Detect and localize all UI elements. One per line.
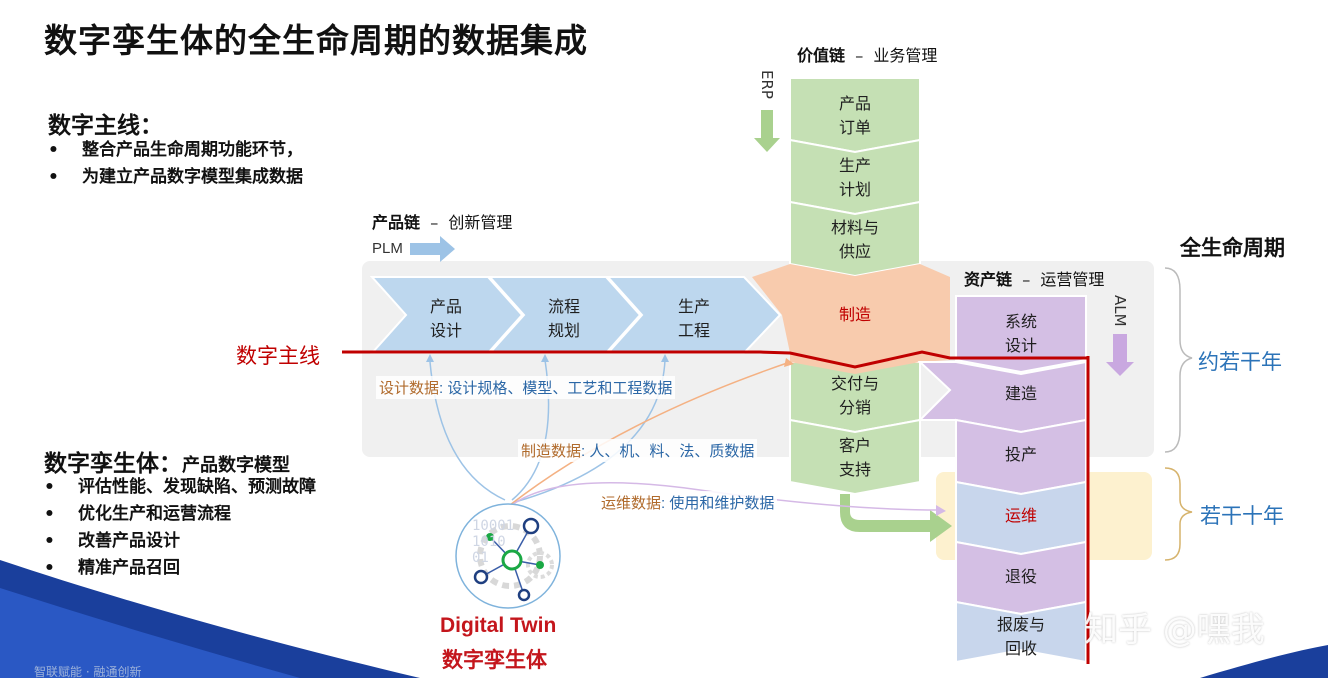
- watermark: 知乎 @嘿我: [1084, 610, 1265, 650]
- brace-shape: [1164, 467, 1193, 561]
- value-step-production-plan: 生产计划: [838, 156, 871, 199]
- design-data-label: 设计数据: 设计规格、模型、工艺和工程数据: [376, 376, 676, 399]
- value-chain-label: 价值链 – 业务管理: [797, 46, 938, 65]
- asset-step-construction: 建造: [1004, 384, 1037, 403]
- asset-step-commissioning: 投产: [1004, 445, 1037, 464]
- plm-label: PLM: [372, 240, 403, 257]
- manufacturing-label: 制造: [838, 305, 871, 324]
- manufacturing-data-label: 制造数据: 人、机、料、法、质数据: [518, 439, 758, 462]
- lifecycle-heading: 全生命周期: [1180, 235, 1285, 260]
- asset-chain-label: 资产链 – 运营管理: [964, 270, 1105, 289]
- lifecycle-span-years: 约若干年: [1198, 350, 1282, 374]
- asset-step-operations: 运维: [1004, 506, 1037, 525]
- erp-arrow: [754, 110, 780, 152]
- plm-arrow: [410, 236, 455, 262]
- operations-data-arc: [511, 482, 941, 511]
- page-title: 数字孪生体的全生命周期的数据集成: [44, 21, 588, 60]
- asset-step-shape: [955, 600, 1087, 664]
- asset-step-decommissioning: 退役: [1004, 567, 1037, 586]
- product-step-production-engineering: 生产工程: [677, 297, 710, 340]
- digital-twin-heading: 数字孪生体：: [44, 450, 182, 477]
- arrowhead: [661, 354, 669, 362]
- binary-text: 10001 1010 01: [472, 518, 515, 566]
- bullet-item: 评估性能、发现缺陷、预测故障: [42, 474, 316, 501]
- digital-twin-bullets: 评估性能、发现缺陷、预测故障 优化生产和运营流程 改善产品设计 精准产品召回: [42, 474, 316, 582]
- digital-twin-heading-group: 数字孪生体：产品数字模型: [44, 444, 290, 478]
- product-step-process-planning: 流程规划: [547, 297, 580, 340]
- digital-thread-label: 数字主线: [236, 344, 320, 368]
- lifecycle-span-decades: 若干十年: [1200, 504, 1284, 528]
- bullet-item: 优化生产和运营流程: [42, 501, 316, 528]
- digital-twin-icon: [455, 503, 561, 609]
- digital-thread-line: [342, 350, 1088, 369]
- digital-twin-en-label: Digital Twin: [440, 614, 557, 637]
- brace-shape: [1164, 267, 1193, 453]
- value-step-product-order: 产品订单: [838, 94, 871, 137]
- arrowhead: [784, 358, 794, 367]
- value-step-delivery: 交付与分销: [830, 374, 879, 417]
- bullet-item: 改善产品设计: [42, 528, 316, 555]
- manufacturing-shape: [752, 264, 950, 374]
- asset-step-disposal-recycling: 报废与回收: [996, 615, 1045, 658]
- arrowhead: [936, 505, 946, 516]
- asset-step-shape: [955, 295, 1087, 374]
- erp-label: ERP: [758, 70, 776, 99]
- arrowhead: [541, 354, 549, 362]
- product-step-design: 产品设计: [429, 297, 462, 340]
- bullet-item: 精准产品召回: [42, 555, 316, 582]
- digital-twin-subheading: 产品数字模型: [182, 455, 290, 476]
- asset-step-system-design: 系统设计: [1004, 312, 1037, 355]
- alm-arrow: [1106, 334, 1134, 376]
- delivery-to-ops-arrow: [840, 494, 952, 542]
- footer-text: 智联赋能 · 融通创新: [34, 665, 142, 679]
- value-step-shape: [789, 418, 921, 496]
- digital-thread-heading: 数字主线：: [48, 112, 163, 139]
- manufacturing-data-arc: [509, 361, 791, 506]
- bullet-item: 整合产品生命周期功能环节，: [46, 137, 303, 164]
- digital-thread-bullets: 整合产品生命周期功能环节， 为建立产品数字模型集成数据: [46, 137, 303, 191]
- product-chain-label: 产品链 – 创新管理: [372, 213, 513, 232]
- bullet-item: 为建立产品数字模型集成数据: [46, 164, 303, 191]
- digital-twin-zh-label: 数字孪生体: [442, 647, 547, 672]
- operations-data-label: 运维数据: 使用和维护数据: [598, 491, 778, 514]
- value-step-customer-support: 客户支持: [838, 436, 871, 479]
- arrowhead: [426, 354, 434, 362]
- value-step-materials-supply: 材料与供应: [830, 218, 879, 261]
- alm-label: ALM: [1111, 295, 1129, 327]
